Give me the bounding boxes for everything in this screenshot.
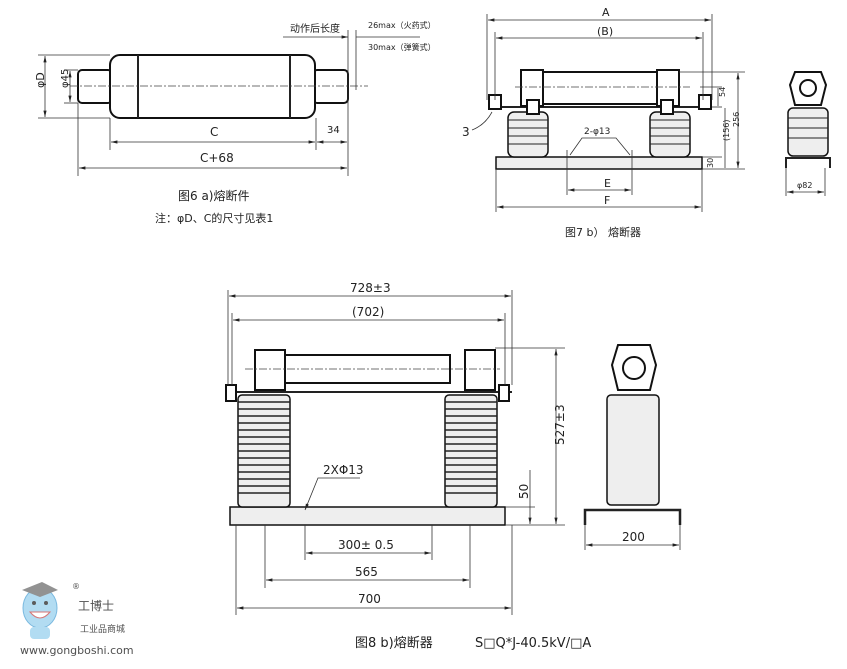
dim-C68: C+68 (200, 151, 234, 165)
dim-holes: 2-φ13 (584, 127, 610, 137)
dim-C: C (210, 125, 218, 139)
dim-300: 300± 0.5 (338, 538, 394, 552)
label-30max: 30max（弹簧式） (368, 42, 436, 52)
fig8-fuse: 728±3 (702) 527±3 50 2XΦ13 300± 0.5 565 … (225, 281, 682, 651)
dim-565: 565 (355, 565, 378, 579)
fig6-note: 注：φD、C的尺寸见表1 (155, 211, 273, 225)
brand-name: 工博士 (78, 598, 114, 613)
brand-url: www.gongboshi.com (20, 644, 134, 657)
fig6-caption: 图6 a)熔断件 (178, 188, 250, 203)
fig6-fuse-link: φD φ45 C 34 C+68 动作后长度 26max（火药式） 30max（… (34, 20, 436, 225)
dim-phiD: φD (34, 72, 47, 88)
dim-B: (B) (597, 25, 613, 38)
dim-phi82: φ82 (797, 181, 812, 190)
insulator-left (507, 111, 549, 158)
insulator-right (649, 111, 691, 158)
dim-34: 34 (327, 125, 340, 136)
side-view-insulator (787, 107, 829, 157)
dim-200: 200 (622, 530, 645, 544)
brand-subtitle: 工业品商城 (80, 623, 125, 635)
dim-728: 728±3 (350, 281, 391, 295)
dim-A: A (602, 6, 610, 19)
fig7-caption: 图7 b） 熔断器 (565, 225, 641, 239)
callout-3: 3 (462, 125, 470, 139)
dim-30: 30 (706, 158, 715, 168)
dim-holes: 2XΦ13 (323, 463, 364, 477)
dim-256: 256 (732, 112, 741, 127)
dim-E: E (604, 177, 611, 190)
dim-156: (156) (722, 119, 731, 141)
fig8-caption: 图8 b)熔断器 (355, 636, 433, 651)
dim-F: F (604, 194, 610, 207)
dim-527: 527±3 (553, 404, 567, 445)
dim-54: 54 (718, 87, 727, 97)
fig8-model: S□Q*J-40.5kV/□A (475, 636, 591, 651)
label-26max: 26max（火药式） (368, 20, 436, 30)
dim-50: 50 (517, 484, 531, 499)
dim-700: 700 (358, 592, 381, 606)
fig7-fuse: A (B) 3 2-φ13 E F 54 (156) 256 30 φ82 图7… (462, 6, 831, 239)
gongboshi-logo: ® 工博士 工业品商城 www.gongboshi.com (20, 582, 134, 657)
label-after-action-length: 动作后长度 (290, 22, 340, 35)
dim-702: (702) (352, 305, 384, 319)
dim-phi45: φ45 (60, 69, 71, 88)
registered-mark: ® (72, 582, 80, 591)
